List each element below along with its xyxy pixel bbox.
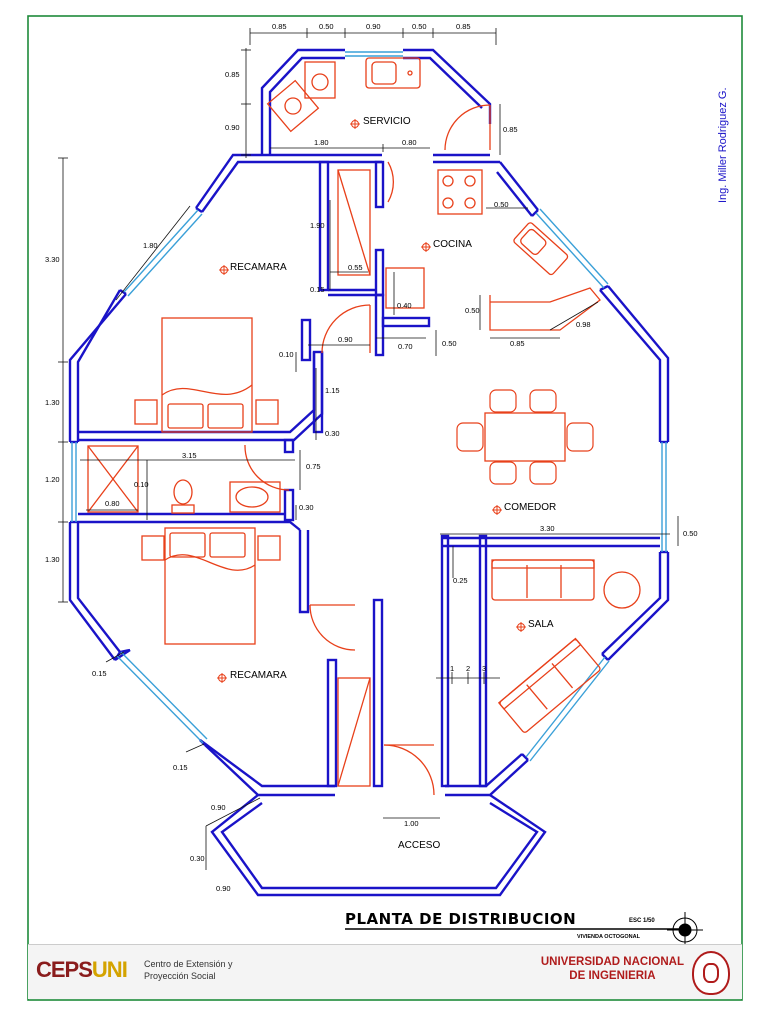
plan-title: PLANTA DE DISTRIBUCION (345, 910, 577, 928)
dim-acc-100: 1.00 (404, 819, 419, 828)
dim-sala-025: 0.25 (453, 576, 468, 585)
walls (68, 48, 670, 897)
plan-scale: ESC 1/50 (629, 918, 655, 924)
footer-banner: CEPSUNI Centro de Extensión y Proyección… (28, 944, 742, 999)
dining-chairs (456, 389, 594, 485)
sheet-border (27, 15, 743, 1001)
dim-sala-330: 3.30 (540, 524, 555, 533)
step-number-1: 1 (450, 664, 454, 673)
dim-top-085b: 0.85 (456, 22, 471, 31)
dim-stair-055: 0.55 (348, 263, 363, 272)
dim-wall-130b: 1.30 (45, 555, 60, 564)
dim-bath-080: 0.80 (105, 499, 120, 508)
room-label-sala: SALA (528, 619, 554, 630)
logo-uni-text: UNI (91, 957, 128, 982)
dim-d-115: 1.15 (325, 386, 340, 395)
title-block: PLANTA DE DISTRIBUCION ESC 1/50 VIVIENDA… (345, 910, 655, 940)
dim-k-098: 0.98 (576, 320, 591, 329)
dim-stair-190: 1.90 (310, 221, 325, 230)
dim-diag-180: 1.80 (143, 241, 158, 250)
dim-top-050b: 0.50 (412, 22, 427, 31)
dim-d-030b: 0.30 (299, 503, 314, 512)
room-label-recamara-top: RECAMARA (230, 262, 287, 273)
dim-acc-090a: 0.90 (211, 803, 226, 812)
dim-bath-315: 3.15 (182, 451, 197, 460)
dim-top-050a: 0.50 (319, 22, 334, 31)
dim-left-085: 0.85 (225, 70, 240, 79)
dim-serv-180: 1.80 (314, 138, 329, 147)
stair-step-ticks (451, 672, 485, 684)
dim-k-050b: 0.50 (465, 306, 480, 315)
dim-d-030a: 0.30 (325, 429, 340, 438)
dim-d-010: 0.10 (279, 350, 294, 359)
room-label-servicio: SERVICIO (363, 116, 411, 127)
room-marker-servicio (350, 119, 360, 129)
room-label-recamara-bottom: RECAMARA (230, 670, 287, 681)
room-label-comedor: COMEDOR (504, 502, 556, 513)
room-marker-cocina (421, 242, 431, 252)
author-credit: Ing. Miller Rodriguez G. (717, 87, 729, 203)
dim-k-050a: 0.50 (494, 200, 509, 209)
room-marker-recamara-top (219, 265, 229, 275)
plan-subtitle: VIVIENDA OCTOGONAL (577, 934, 640, 940)
dim-low-015a: 0.15 (92, 669, 107, 678)
extension-center-text: Centro de Extensión y Proyección Social (144, 958, 233, 982)
dim-door-090: 0.90 (338, 335, 353, 344)
dim-acc-090b: 0.90 (216, 884, 231, 893)
step-number-2: 2 (466, 664, 470, 673)
dim-acc-030: 0.30 (190, 854, 205, 863)
university-line-1: UNIVERSIDAD NACIONAL (540, 956, 684, 968)
extension-line-1: Centro de Extensión y (144, 959, 233, 969)
dim-sala-050: 0.50 (683, 529, 698, 538)
dim-serv-080: 0.80 (402, 138, 417, 147)
dim-k-085: 0.85 (510, 339, 525, 348)
room-label-acceso: ACCESO (398, 840, 440, 851)
room-marker-recamara-bottom (217, 673, 227, 683)
dim-top-085a: 0.85 (272, 22, 287, 31)
dim-wall-330: 3.30 (45, 255, 60, 264)
room-marker-comedor (492, 505, 502, 515)
room-labels: SERVICIO COCINA RECAMARA COMEDOR SALA RE… (230, 116, 556, 851)
dim-wall-130a: 1.30 (45, 398, 60, 407)
compass-symbol (667, 912, 703, 948)
dim-wall-120: 1.20 (45, 475, 60, 484)
dim-bath-010: 0.10 (134, 480, 149, 489)
furniture (87, 57, 641, 796)
dim-right-085: 0.85 (503, 125, 518, 134)
logo-ceps-text: CEPS (36, 957, 93, 982)
dim-top-090: 0.90 (366, 22, 381, 31)
dimension-lines (58, 28, 679, 870)
dimension-labels: 0.85 0.50 0.90 0.50 0.85 0.85 0.90 1.80 … (45, 22, 698, 893)
dim-stair-015: 0.15 (310, 285, 325, 294)
dim-door-070: 0.70 (398, 342, 413, 351)
author-name: Ing. Miller Rodriguez G. (717, 87, 729, 203)
room-label-cocina: COCINA (433, 239, 472, 250)
room-marker-sala (516, 622, 526, 632)
ceps-uni-logo: CEPSUNI (36, 957, 128, 983)
dim-low-015b: 0.15 (173, 763, 188, 772)
room-markers (217, 119, 526, 683)
windows (71, 51, 667, 762)
university-seal-icon (692, 951, 730, 995)
dim-k-040: 0.40 (397, 301, 412, 310)
extension-line-2: Proyección Social (144, 971, 216, 981)
university-name: UNIVERSIDAD NACIONAL DE INGENIERIA (541, 955, 684, 983)
dim-left-090: 0.90 (225, 123, 240, 132)
university-line-2: DE INGENIERIA (569, 970, 656, 982)
dim-door-050: 0.50 (442, 339, 457, 348)
step-number-3: 3 (482, 664, 486, 673)
dim-bath-075: 0.75 (306, 462, 321, 471)
